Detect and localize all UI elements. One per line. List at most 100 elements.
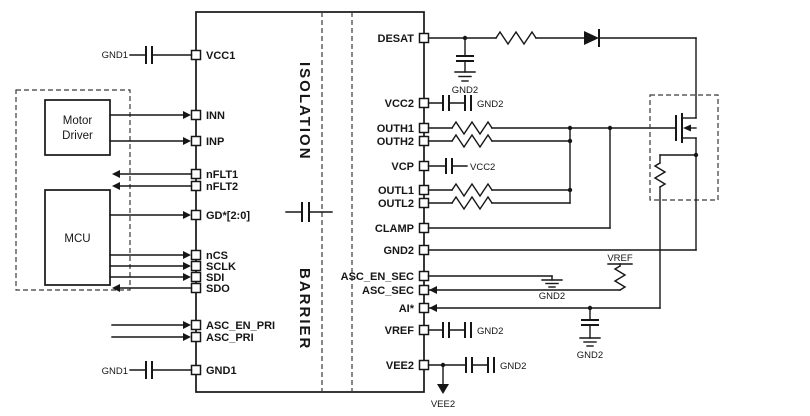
pin-label-outh2: OUTH2 [377,136,414,148]
junction-dot [567,187,573,193]
arrow-right-icon [183,321,191,329]
pin-label-vee2: VEE2 [386,360,414,372]
arrow-left-icon [112,170,120,178]
capacitor-icon [145,46,153,64]
pin-sdo [190,282,202,294]
pin-ncs [190,249,202,261]
pin-label-vcc1: VCC1 [206,50,235,62]
pin-nflt2 [190,180,202,192]
pin-label-vref: VREF [385,325,415,337]
pin-gd [190,209,202,221]
gnd1-top-label: GND1 [102,50,128,61]
capacitor-icon [442,322,450,338]
capacitor-icon [445,158,453,174]
supply-down-arrow-icon [437,384,449,394]
gnd1-network: GND1 [102,361,193,379]
pin-label-sdi: SDI [206,272,224,284]
ai-gnd2-label: GND2 [577,350,603,361]
vref-decoupling-network: GND2 [427,322,503,338]
isolation-label: ISOLATION [296,62,313,161]
arrow-left-icon [112,284,120,292]
pin-label-sclk: SCLK [206,261,236,273]
vcc2-decoupling-network: GND2 [427,95,503,111]
arrow-right-icon [183,333,191,341]
pin-sdi [190,271,202,283]
arrow-right-icon [183,137,191,145]
barrier-capacitor-icon [285,202,333,222]
asc-en-sec-network: GND2 [427,275,565,302]
ground-icon [579,337,601,347]
vee2-gnd2-label: GND2 [500,361,526,372]
pin-label-outh1: OUTH1 [377,123,414,135]
pin-label-desat: DESAT [378,33,415,45]
pin-label-vcc2: VCC2 [385,98,414,110]
pin-vee2 [418,359,430,371]
vee2-network: VEE2 GND2 [427,357,526,410]
junction-dot [607,125,613,131]
pin-label-gnd2: GND2 [383,245,414,257]
resistor-icon [613,265,627,291]
arrow-right-icon [183,273,191,281]
pin-label-outl2: OUTL2 [378,198,414,210]
resistor-icon [451,182,493,198]
pin-label-asc-pri: ASC_PRI [206,332,254,344]
motor-driver-block: Motor Driver [44,99,111,156]
asc-sec-network: VREF [428,253,633,294]
pin-label-ai: AI* [399,303,415,315]
pin-outh2 [418,135,430,147]
pin-desat [418,32,430,44]
module-dashed-box [649,94,719,201]
capacitor-icon [464,322,472,338]
motor-driver-label-2: Driver [62,130,93,142]
vee2-rail-label: VEE2 [431,399,455,410]
pin-nflt1 [190,168,202,180]
ground-icon [541,279,563,288]
pin-vref [418,324,430,336]
pin-label-asc-en-sec: ASC_EN_SEC [341,271,414,283]
resistor-icon [653,162,667,188]
control-signal-wires [109,111,193,341]
arrow-right-icon [183,251,191,259]
pin-sclk [190,260,202,272]
resistor-icon [495,30,537,46]
vcp-vcc2-label: VCC2 [470,162,495,173]
arrow-right-icon [183,211,191,219]
mosfet-icon [675,113,697,143]
pin-asc-en-pri [190,319,202,331]
arrow-right-icon [183,111,191,119]
pin-label-outl1: OUTL1 [378,185,414,197]
pin-label-vcp: VCP [391,161,414,173]
desat-network: GND2 [427,29,697,96]
capacitor-icon [145,361,153,379]
gnd1-bottom-label: GND1 [102,366,128,377]
vcc2-gnd2-label: GND2 [477,99,503,110]
pin-label-ncs: nCS [206,250,228,262]
pin-inn [190,109,202,121]
pin-inp [190,135,202,147]
capacitor-icon [464,95,472,111]
ai-sense-network: GND2 [428,152,699,361]
pin-label-asc-sec: ASC_SEC [362,285,414,297]
ground-icon [454,71,476,82]
asc-en-sec-gnd2-label: GND2 [539,291,565,302]
pin-ai [418,302,430,314]
barrier-label: BARRIER [296,268,313,350]
vcp-network: VCC2 [427,158,495,174]
pin-label-nflt2: nFLT2 [206,181,238,193]
motor-driver-label-1: Motor [63,115,93,127]
pin-label-gnd1: GND1 [206,365,237,377]
junction-dot [567,138,573,144]
pin-label-sdo: SDO [206,283,230,295]
capacitor-icon [456,55,474,62]
pin-asc-sec [418,284,430,296]
clamp-network [427,125,613,229]
pin-clamp [418,222,430,234]
mcu-label: MCU [64,233,90,245]
resistor-icon [451,195,493,211]
capacitor-icon [465,357,473,373]
diode-icon [584,29,600,47]
mcu-block: MCU [44,189,111,286]
arrow-left-icon [112,182,120,190]
pin-vcp [418,160,430,172]
power-transistor-module [649,37,719,251]
